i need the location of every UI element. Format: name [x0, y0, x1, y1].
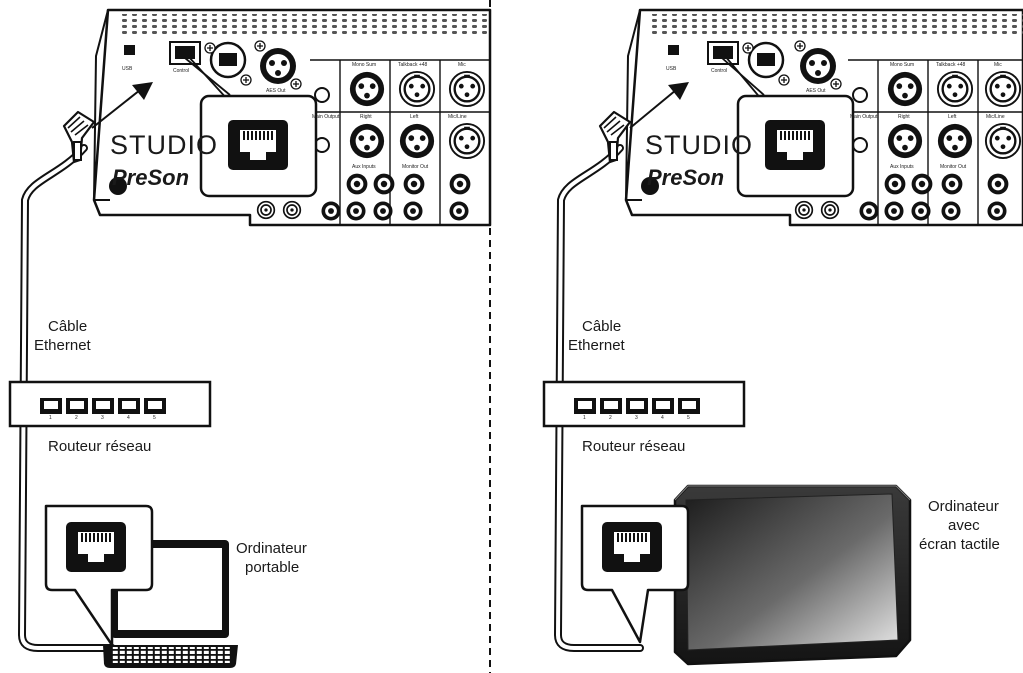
router-label-right: Routeur réseau [582, 438, 686, 455]
ethernet-cable-right [553, 110, 644, 652]
router-port-5-left: 5 [153, 415, 156, 421]
router-port-5-right: 5 [687, 415, 690, 421]
router-ports-right [574, 398, 700, 414]
router-ports-left [40, 398, 166, 414]
ethernet-cable-left [17, 110, 116, 652]
touchscreen-label-line1: Ordinateur [928, 498, 999, 515]
main-output-label-right: Main Output [850, 114, 878, 120]
network-router-right [542, 380, 746, 428]
mic-line-label-right: Mic/Line [986, 114, 1005, 120]
arrow-to-port-left [91, 82, 153, 129]
studio-brand-right: STUDIO [645, 130, 754, 160]
aux-inputs-label-right: Aux Inputs [890, 164, 914, 170]
control-label-left: Control [173, 68, 190, 74]
mic-line-label-left: Mic/Line [448, 114, 467, 120]
aux-inputs-label-left: Aux Inputs [352, 164, 376, 170]
usb-label-right: USB [666, 66, 677, 72]
monitor-out-label-left: Monitor Out [402, 164, 429, 170]
aes-out-label-left: AES Out [266, 88, 286, 94]
presonus-brand-left: PreSon [112, 165, 190, 190]
laptop-label-line1: Ordinateur [236, 540, 307, 557]
touchscreen-label-line2: avec [948, 517, 980, 534]
router-port-4-right: 4 [661, 415, 664, 421]
mono-sum-label-right: Mono Sum [890, 62, 915, 68]
cable-label-left-line1: Câble [48, 318, 88, 335]
cable-label-right-line1: Câble [582, 318, 622, 335]
router-port-2-left: 2 [75, 415, 78, 421]
router-port-1-right: 1 [583, 415, 586, 421]
cable-label-right-line2: Ethernet [568, 337, 625, 354]
router-port-4-left: 4 [127, 415, 130, 421]
talkback-label-right: Talkback +48 [936, 62, 966, 68]
cable-label-left-line2: Ethernet [34, 337, 91, 354]
talkback-label-left: Talkback +48 [398, 62, 428, 68]
router-port-2-right: 2 [609, 415, 612, 421]
router-port-3-right: 3 [635, 415, 638, 421]
touchscreen-computer [673, 484, 912, 666]
left-label-left: Left [410, 114, 419, 120]
router-port-3-left: 3 [101, 415, 104, 421]
control-port-callout-left [184, 55, 318, 198]
left-label-right: Left [948, 114, 957, 120]
touchscreen-label-line3: écran tactile [919, 536, 1000, 553]
laptop-port-callout [44, 504, 154, 647]
laptop-label-line2: portable [245, 559, 300, 576]
router-port-1-left: 1 [49, 415, 52, 421]
arrow-to-port-right [629, 82, 689, 129]
presonus-brand-right: PreSon [647, 165, 725, 190]
mic-label-right: Mic [994, 62, 1002, 68]
right-label-right: Right [898, 114, 910, 120]
right-label-left: Right [360, 114, 372, 120]
control-port-callout-right [721, 55, 855, 198]
touchscreen-port-callout [580, 504, 690, 644]
control-label-right: Control [711, 68, 728, 74]
mono-sum-label-left: Mono Sum [352, 62, 377, 68]
monitor-out-label-right: Monitor Out [940, 164, 967, 170]
network-router-left [8, 380, 212, 428]
studio-brand-left: STUDIO [110, 130, 219, 160]
aes-out-label-right: AES Out [806, 88, 826, 94]
mic-label-left: Mic [458, 62, 466, 68]
main-output-label-left: Main Output [312, 114, 340, 120]
router-label-left: Routeur réseau [48, 438, 152, 455]
usb-label-left: USB [122, 66, 133, 72]
